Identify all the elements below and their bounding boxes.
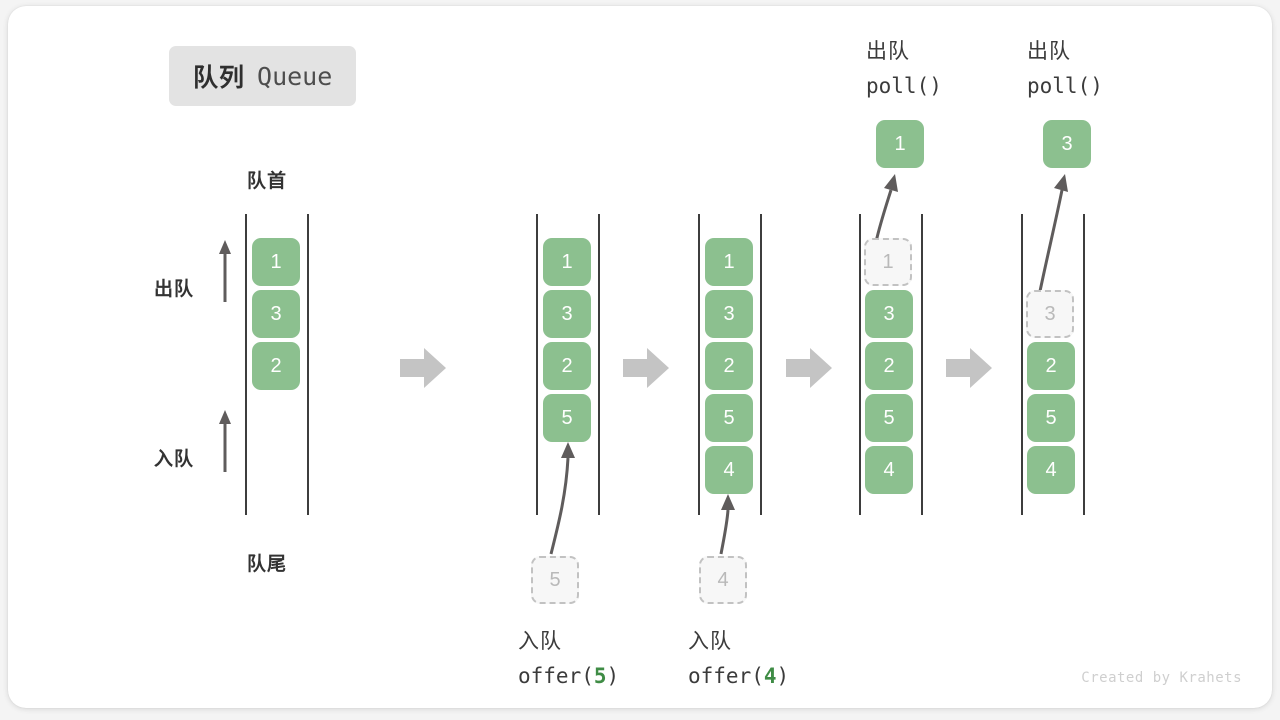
pending-item-ghost: 5: [531, 556, 579, 604]
caption-code: offer(4): [688, 664, 790, 688]
caption-code: poll(): [1027, 74, 1103, 98]
queue-item: 1: [705, 238, 753, 286]
queue-rail-left-3: [859, 214, 861, 515]
dequeue-direction-arrow: [219, 240, 231, 302]
stage-caption-poll-1: 出队 poll(): [866, 34, 942, 104]
queue-item: 1: [543, 238, 591, 286]
step-arrow-icon: [400, 348, 446, 388]
queue-rail-left-0: [245, 214, 247, 515]
head-label: 队首: [247, 171, 288, 192]
queue-item: 2: [705, 342, 753, 390]
stage-caption-poll-3: 出队 poll(): [1027, 34, 1103, 104]
queue-item-removed: 1: [864, 238, 912, 286]
caption-chinese: 出队: [866, 40, 910, 63]
queue-item: 3: [543, 290, 591, 338]
queue-item: 2: [865, 342, 913, 390]
caption-chinese: 出队: [1027, 40, 1071, 63]
queue-item: 1: [252, 238, 300, 286]
queue-item: 2: [1027, 342, 1075, 390]
queue-item: 3: [865, 290, 913, 338]
enqueue-direction-arrow: [219, 410, 231, 472]
popped-item: 3: [1043, 120, 1091, 168]
queue-rail-left-2: [698, 214, 700, 515]
queue-item: 3: [705, 290, 753, 338]
queue-item-new: 5: [543, 394, 591, 442]
diagram-title-badge: 队列 Queue: [169, 46, 357, 106]
queue-item: 4: [865, 446, 913, 494]
queue-rail-right-3: [921, 214, 923, 515]
stage-caption-offer-4: 入队 offer(4): [688, 624, 789, 694]
caption-chinese: 入队: [688, 630, 732, 653]
queue-item: 2: [543, 342, 591, 390]
dequeue-curve-arrow: [874, 174, 898, 243]
queue-rail-right-4: [1083, 214, 1085, 515]
caption-code: offer(5): [518, 664, 620, 688]
enqueue-curve-arrow: [719, 494, 735, 555]
credit-text: Created by Krahets: [1081, 670, 1242, 686]
dequeue-curve-arrow: [1037, 174, 1068, 297]
queue-item: 4: [1027, 446, 1075, 494]
caption-code: poll(): [866, 74, 942, 98]
title-chinese: 队列: [193, 64, 246, 92]
queue-rail-right-1: [598, 214, 600, 515]
title-english: Queue: [257, 61, 333, 91]
step-arrow-icon: [623, 348, 669, 388]
queue-item: 5: [1027, 394, 1075, 442]
popped-item: 1: [876, 120, 924, 168]
queue-item-removed: 3: [1026, 290, 1074, 338]
queue-item: 5: [705, 394, 753, 442]
queue-item: 3: [252, 290, 300, 338]
queue-rail-left-4: [1021, 214, 1023, 515]
queue-rail-right-0: [307, 214, 309, 515]
queue-rail-left-1: [536, 214, 538, 515]
step-arrow-icon: [786, 348, 832, 388]
queue-item-new: 4: [705, 446, 753, 494]
step-arrow-icon: [946, 348, 992, 388]
diagram-card: 队列 Queue 队首 队尾 出队 入队 1 3 2 1 3 2 5 5 入队 …: [8, 6, 1272, 708]
stage-caption-offer-5: 入队 offer(5): [518, 624, 619, 694]
tail-label: 队尾: [247, 554, 288, 575]
enqueue-curve-arrow: [549, 442, 575, 555]
queue-item: 5: [865, 394, 913, 442]
dequeue-side-label: 出队: [154, 279, 195, 300]
enqueue-side-label: 入队: [154, 449, 195, 470]
pending-item-ghost: 4: [699, 556, 747, 604]
queue-item: 2: [252, 342, 300, 390]
caption-chinese: 入队: [518, 630, 562, 653]
queue-rail-right-2: [760, 214, 762, 515]
